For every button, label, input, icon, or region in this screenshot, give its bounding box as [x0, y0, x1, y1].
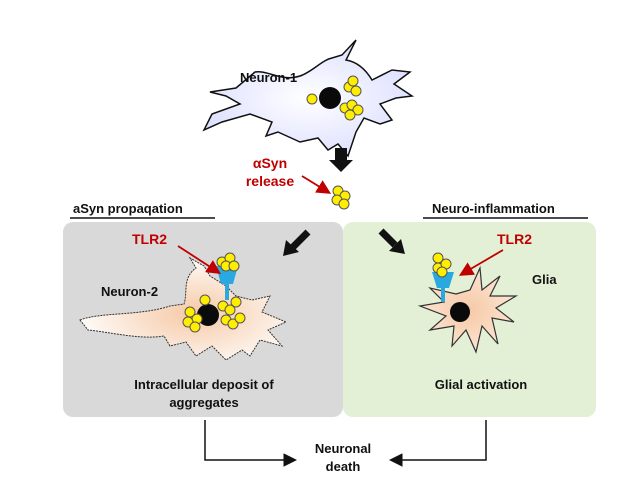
- tlr2-label-left: TLR2: [132, 231, 167, 247]
- neuronal-death-label-line1: Neuronal: [315, 441, 371, 456]
- asyn-release-label-line1: αSyn: [253, 155, 287, 171]
- arrow-to-left-panel: [283, 229, 311, 256]
- intracellular-caption-line2: aggregates: [169, 395, 238, 410]
- neuron-2-aggregates: [182, 294, 246, 333]
- glia-cell: [417, 265, 519, 354]
- neuro-inflammation-header: Neuro-inflammation: [432, 201, 555, 216]
- tlr2-arrow-left: [177, 245, 222, 274]
- intracellular-caption-line1: Intracellular deposit of: [134, 377, 274, 392]
- neuron-2: [79, 256, 288, 361]
- neuron-2-label: Neuron-2: [101, 284, 158, 299]
- asyn-propagation-header: aSyn propaqation: [73, 201, 183, 216]
- tlr2-receptor-right: [432, 252, 454, 302]
- right-to-death-connector: [389, 420, 487, 467]
- released-aggregates: [331, 185, 351, 210]
- neuron-1-label: Neuron-1: [240, 70, 297, 85]
- neuronal-death-label-line2: death: [326, 459, 361, 474]
- arrow-to-right-panel: [378, 228, 405, 254]
- glia-nucleus: [450, 302, 470, 322]
- neuron-1-nucleus: [319, 87, 341, 109]
- neuron-2-nucleus: [197, 304, 219, 326]
- asyn-release-label-line2: release: [246, 173, 294, 189]
- glial-activation-caption: Glial activation: [435, 377, 528, 392]
- tlr2-arrow-right: [458, 249, 504, 276]
- glia-label: Glia: [532, 272, 557, 287]
- asyn-release-arrow: [301, 175, 332, 194]
- neuron-1-aggregates: [306, 75, 364, 121]
- tlr2-label-right: TLR2: [497, 231, 532, 247]
- neuron-1: [202, 39, 415, 158]
- left-to-death-connector: [204, 420, 297, 467]
- release-down-arrow: [329, 148, 353, 172]
